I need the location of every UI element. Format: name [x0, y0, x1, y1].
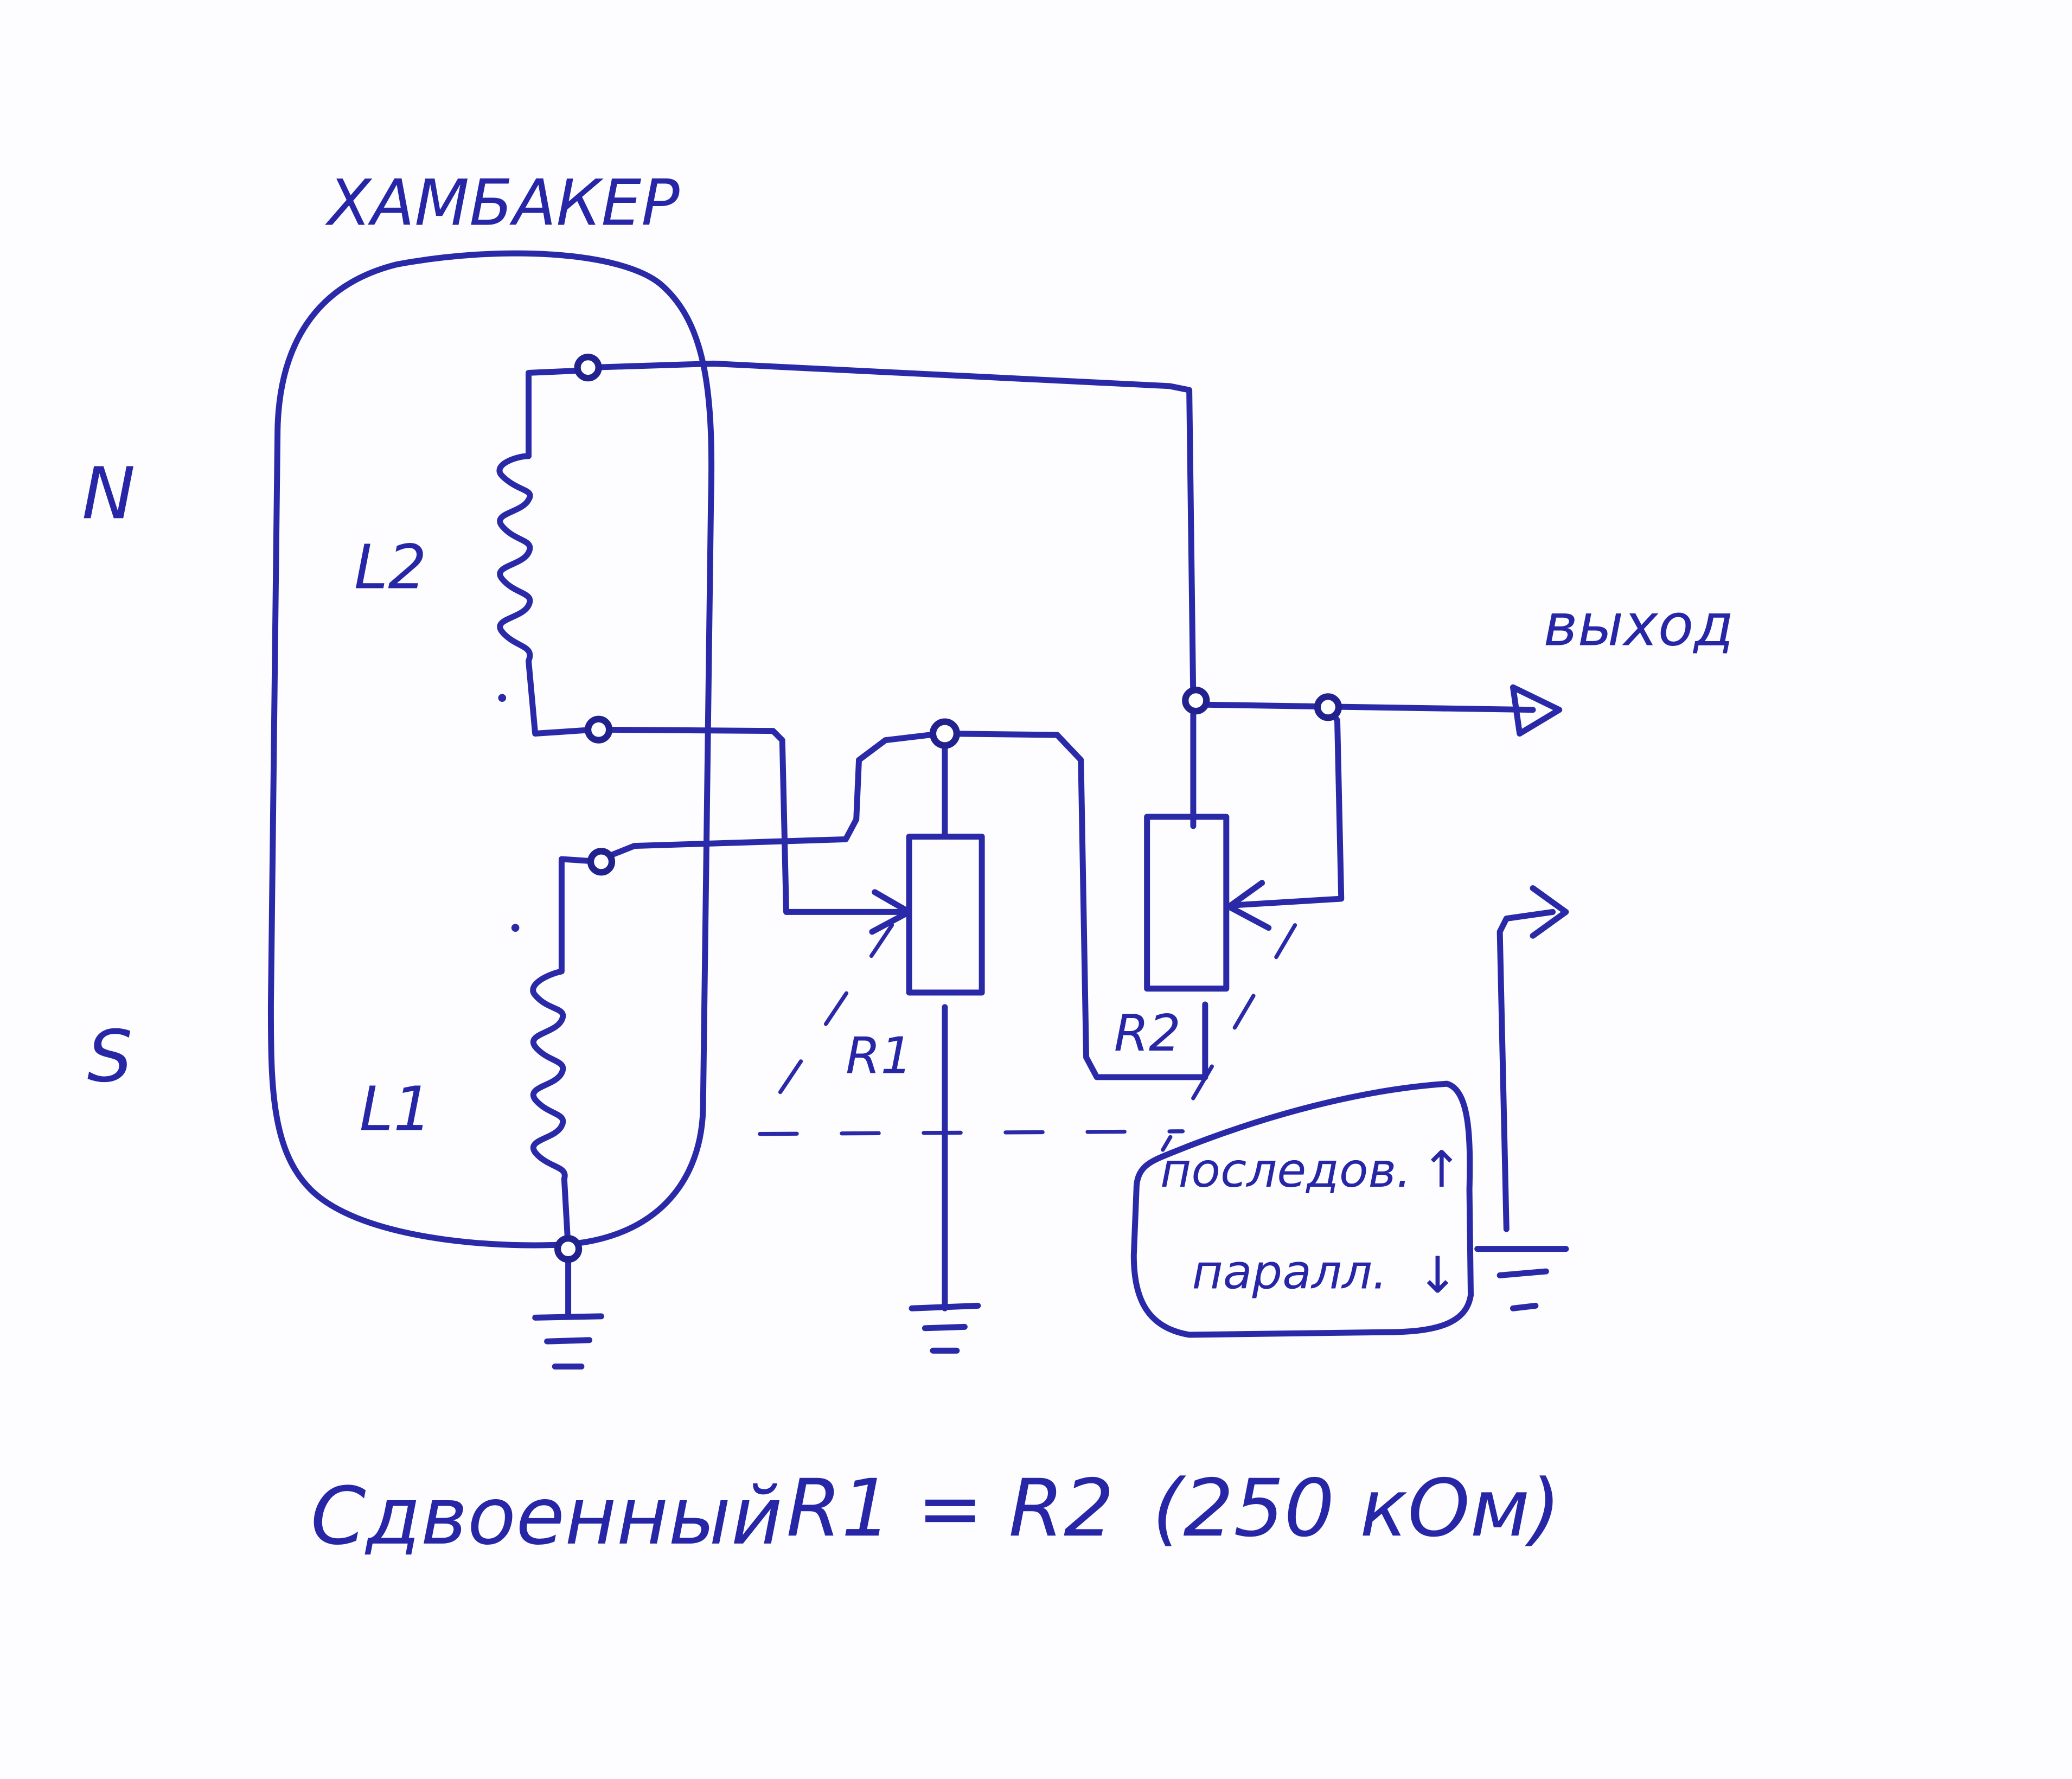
node-output-wiper	[1314, 693, 1342, 721]
pole-label-north: N	[82, 452, 135, 535]
coil-label-l2: L2	[354, 533, 427, 603]
humbucker-outline	[267, 250, 715, 1249]
resistor-label-r2: R2	[1114, 1004, 1181, 1063]
footer-dual-label: Сдвоенный	[311, 1470, 783, 1563]
output-arrow-icon	[1510, 684, 1563, 737]
ground-symbol-output	[1474, 1246, 1569, 1311]
ground-symbol-r1	[909, 1302, 981, 1354]
footer-value: (250 кОм)	[1152, 1462, 1561, 1554]
switch-note-parallel: паралл.	[1192, 1245, 1387, 1300]
terminal-l1-bottom	[554, 1235, 583, 1263]
title-humbucker: ХАМБАКЕР	[324, 166, 680, 240]
terminal-l2-bottom	[585, 715, 613, 744]
wire-l2-top-to-r2	[585, 360, 1197, 704]
coil-label-l1: L1	[360, 1074, 432, 1144]
switch-note-series: последов.	[1160, 1143, 1411, 1198]
resistor-r2	[1144, 814, 1230, 992]
wire-output	[1190, 701, 1536, 713]
polarity-dot-l2	[498, 694, 507, 702]
parallel-down-arrow-icon: ↓	[1417, 1246, 1459, 1304]
footer-equation: R1 = R2	[786, 1462, 1114, 1554]
wire-output-ground	[1497, 908, 1556, 1232]
node-r1-top	[929, 718, 960, 749]
pole-label-south: S	[87, 1015, 133, 1098]
coil-l1	[511, 856, 604, 1252]
r2-wiper-arrow-icon	[1226, 880, 1272, 931]
terminal-l1-top	[587, 848, 616, 876]
ganged-link-r1	[762, 923, 894, 1119]
switch-note-bubble	[1130, 1080, 1474, 1338]
output-label: выход	[1544, 592, 1734, 659]
wire-l2-bottom-to-r1-wiper	[591, 726, 910, 915]
series-up-arrow-icon: ↑	[1421, 1140, 1463, 1199]
wire-output-to-r2-wiper	[1229, 704, 1345, 908]
resistor-r1	[906, 834, 985, 996]
coil-l2	[496, 367, 598, 737]
node-output-r2	[1182, 687, 1210, 715]
polarity-dot-l1	[511, 924, 520, 932]
resistor-label-r1: R1	[846, 1027, 912, 1085]
ganged-link-horizontal	[758, 1129, 1185, 1136]
terminal-l2-top	[574, 354, 602, 382]
output-ground-arrow-icon	[1530, 885, 1569, 939]
ground-symbol-coils	[532, 1246, 604, 1370]
